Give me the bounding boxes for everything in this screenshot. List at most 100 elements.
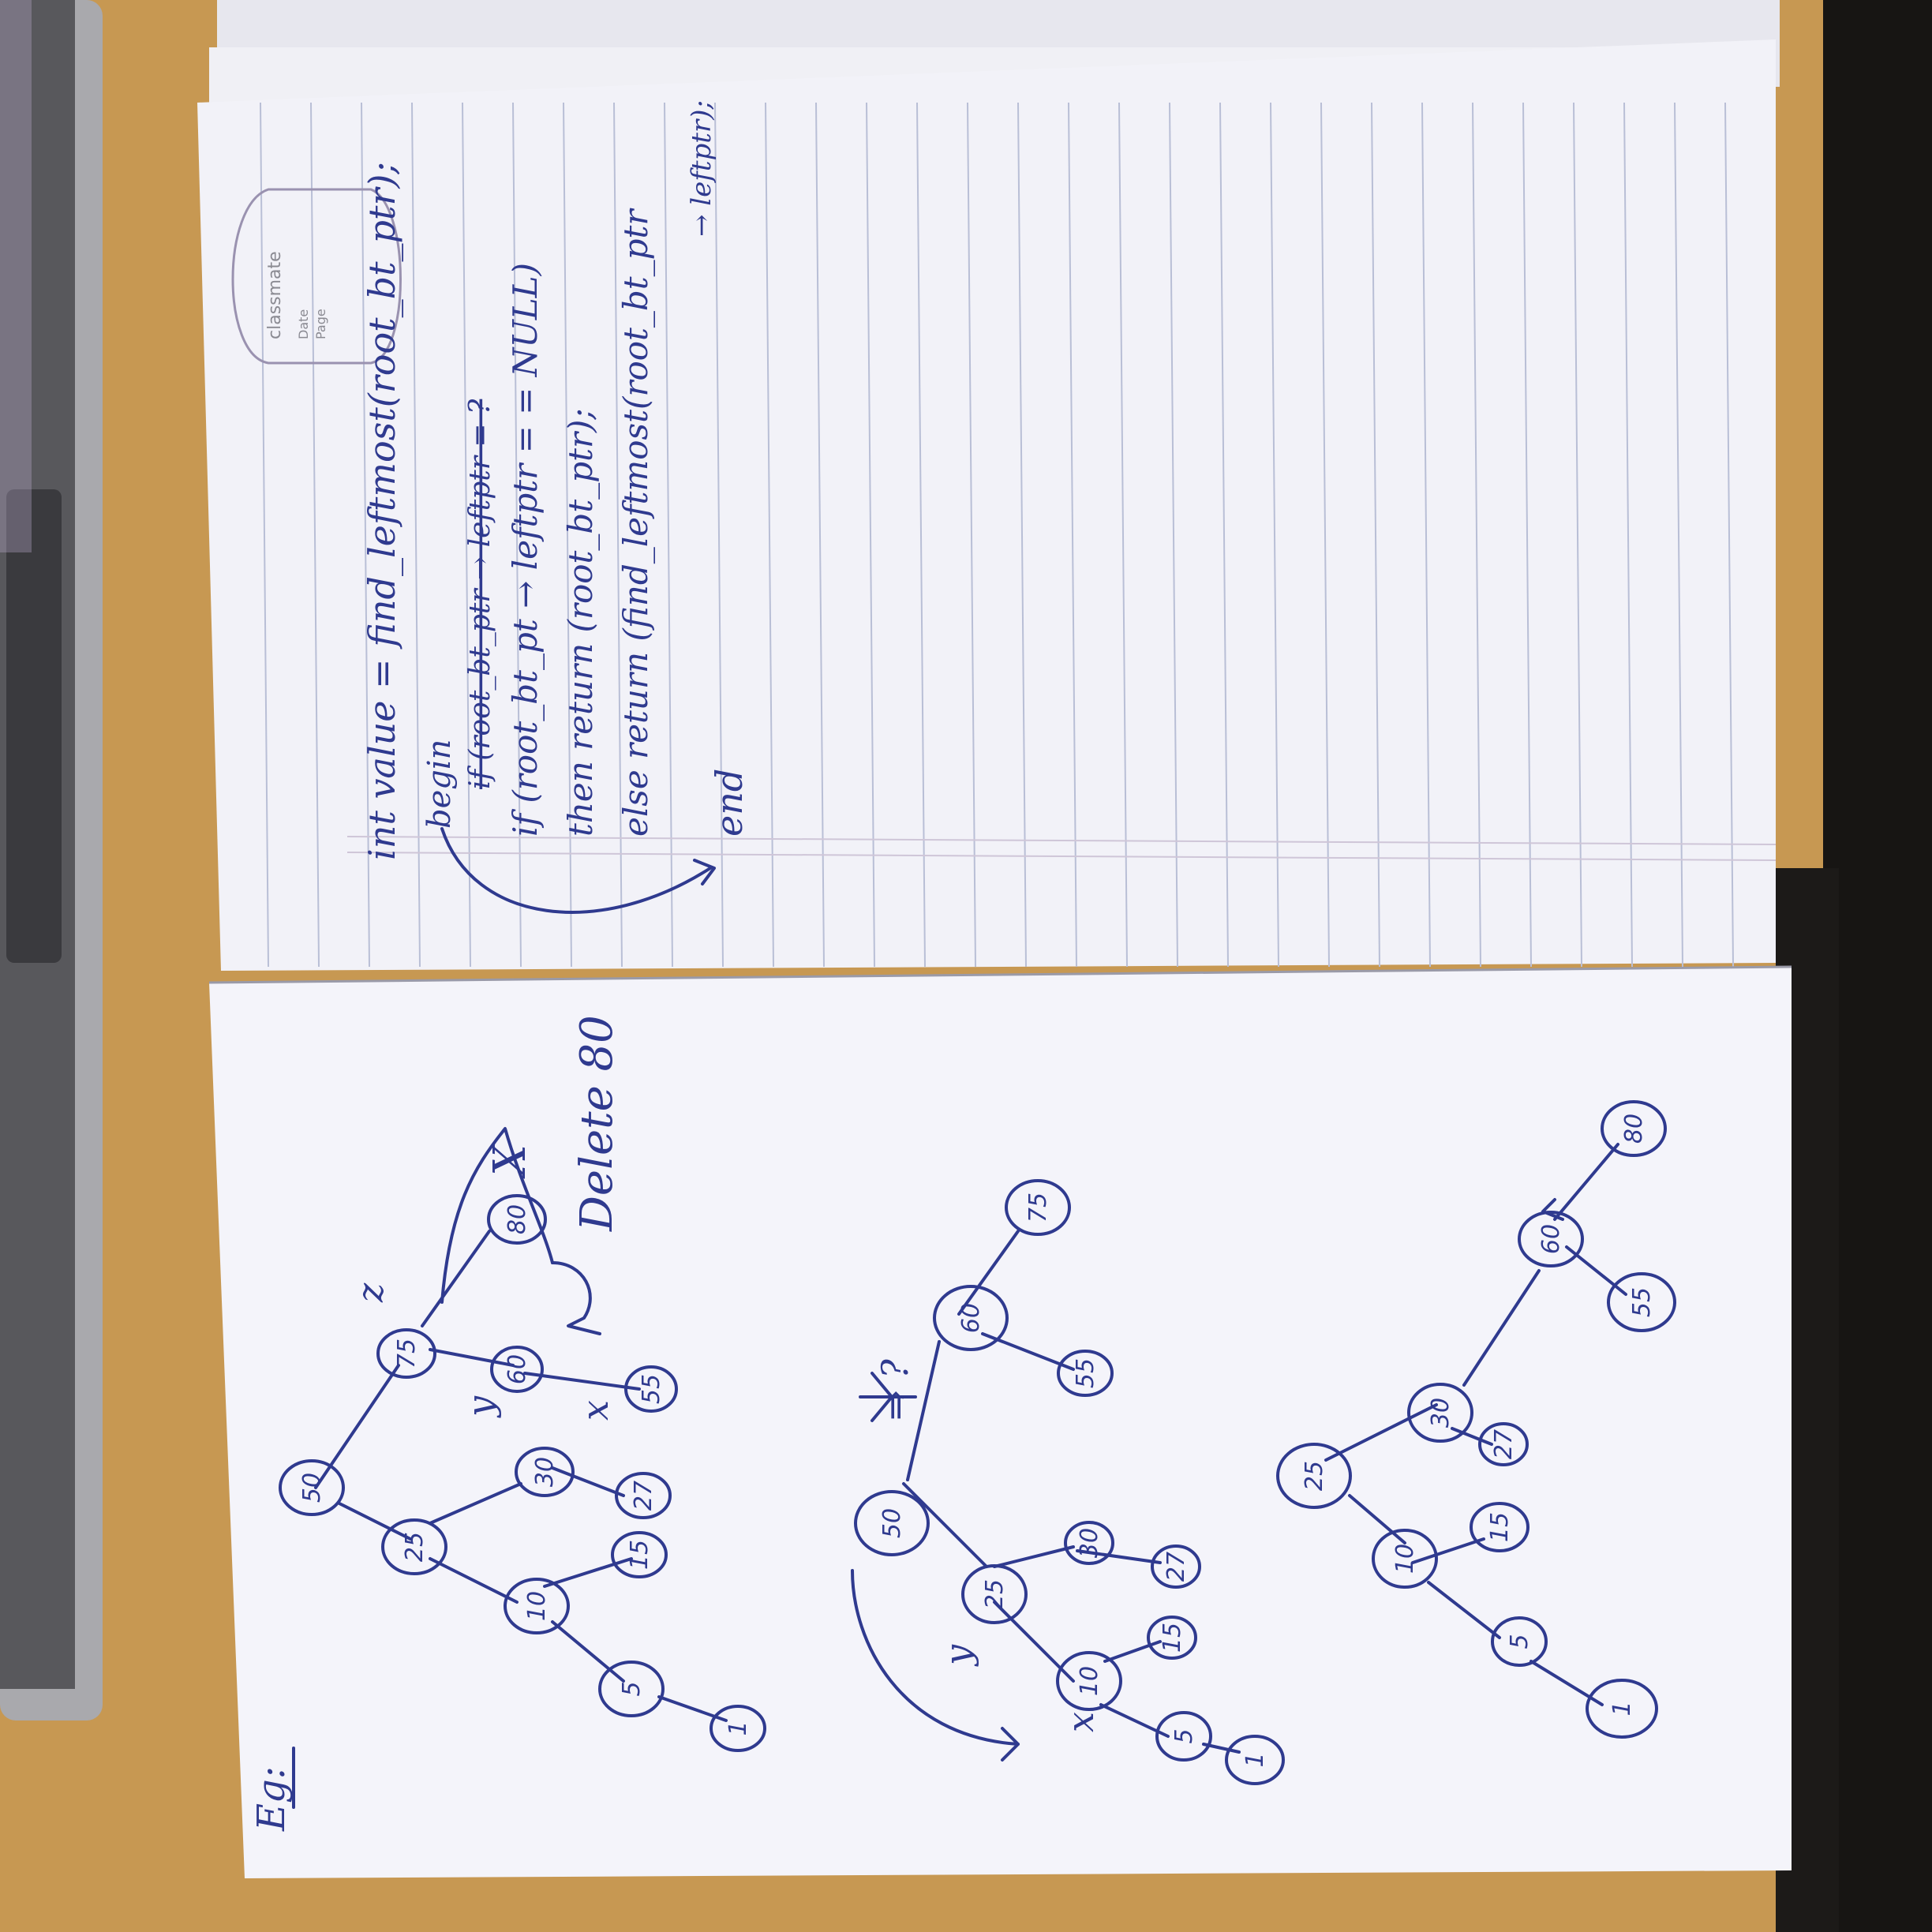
tree-node-label: 80: [504, 1204, 531, 1234]
heading: Eg:: [249, 1747, 295, 1832]
tree-node-circle: [854, 1490, 930, 1556]
tree-node-circle: [1147, 1616, 1197, 1660]
tree-node-label: 10: [1391, 1544, 1419, 1574]
stamp-page-label: Page: [313, 309, 328, 339]
tree-node-circle: [598, 1661, 665, 1717]
ruled-line: [1118, 102, 1128, 968]
ruled-line: [512, 102, 522, 968]
code-line-2: begin: [421, 739, 458, 829]
ruled-line: [411, 102, 421, 968]
tree-node-label: 10: [1076, 1666, 1103, 1696]
ruled-line: [1320, 102, 1330, 968]
tree-node-label: 80: [1620, 1114, 1648, 1144]
delete-80-note: Delete 80: [571, 1015, 623, 1232]
tree-node-label: 1: [724, 1720, 752, 1735]
ruled-line: [1169, 102, 1178, 968]
tree-node-label: 15: [1486, 1512, 1514, 1542]
ruled-line: [1219, 102, 1229, 968]
tree-node-circle: [611, 1531, 668, 1578]
begin-end-bracket: [440, 827, 712, 914]
ruled-line: [563, 102, 572, 968]
ruled-line: [1573, 102, 1582, 968]
code-line-6: else return (find_leftmost(root_bt_ptr: [616, 208, 655, 837]
tree-node-circle: [376, 1328, 436, 1379]
ruled-line: [1623, 102, 1633, 968]
ruled-line: [1674, 102, 1683, 968]
tree-node-label: 60: [504, 1354, 531, 1384]
ruled-line: [1472, 102, 1481, 968]
tree-node-circle: [381, 1518, 447, 1575]
tree-node-circle: [961, 1564, 1028, 1624]
label-z: z: [349, 1282, 391, 1303]
tree-node-label: 1: [1241, 1752, 1269, 1767]
tree-node-label: 27: [1163, 1552, 1190, 1582]
tree-node-circle: [1225, 1735, 1285, 1785]
tree-node-circle: [1491, 1616, 1548, 1667]
tree-node-label: 75: [393, 1339, 421, 1368]
eg-heading: Eg:: [249, 1766, 294, 1832]
tree-node-circle: [1586, 1679, 1658, 1739]
tree-node-label: 75: [1024, 1193, 1052, 1222]
stamp-date-label: Date: [296, 309, 311, 339]
tree-node-circle: [933, 1285, 1009, 1351]
label-y: y: [459, 1395, 502, 1418]
tree-node-label: 50: [878, 1508, 906, 1538]
ruled-line: [1371, 102, 1380, 968]
arrow-note: ⇒ ?: [874, 1359, 916, 1421]
ruled-line: [310, 102, 320, 968]
ruled-line: [1017, 102, 1027, 968]
tree-node-label: 27: [630, 1481, 657, 1511]
tree-node-label: 27: [1490, 1429, 1518, 1459]
tree-node-label: 55: [638, 1374, 665, 1404]
tree-node-label: 30: [1076, 1528, 1103, 1558]
ruled-line: [916, 102, 926, 968]
tree-node-label: 5: [618, 1681, 646, 1696]
code-line-1: int value = find_leftmost(root_bt_ptr);: [361, 162, 403, 860]
tree-node-circle: [1005, 1179, 1071, 1236]
code-line-3: if (root_bt_ptr → leftptr = ?: [464, 399, 496, 789]
tree-node-circle: [615, 1472, 672, 1519]
tree-node-label: 5: [1170, 1728, 1198, 1743]
tree-node-circle: [279, 1459, 345, 1516]
ruled-line: [260, 102, 269, 968]
tree-node-circle: [1407, 1383, 1473, 1443]
tree-node-circle: [1155, 1711, 1212, 1762]
ruled-line: [967, 102, 976, 968]
tree-node-label: 15: [1159, 1623, 1186, 1653]
ruled-line: [664, 102, 673, 968]
code-line-7: → leftptr);: [686, 100, 717, 237]
tree-node-circle: [1601, 1100, 1667, 1157]
ruled-line: [714, 102, 724, 968]
laptop: [0, 0, 103, 1720]
tree-node-circle: [1064, 1521, 1114, 1565]
tree-node-label: 1: [1608, 1701, 1636, 1716]
tree-node-circle: [1518, 1211, 1584, 1267]
ruled-line: [462, 102, 471, 968]
ruled-line: [361, 102, 370, 968]
tree-node-circle: [504, 1578, 570, 1634]
tree-node-label: 55: [1628, 1287, 1656, 1317]
tree-node-circle: [1056, 1651, 1122, 1711]
tree-node-label: 50: [298, 1473, 326, 1503]
ruled-line: [866, 102, 875, 968]
tree-node-label: 10: [523, 1591, 551, 1621]
tree-node-circle: [1478, 1422, 1529, 1466]
tree-node-circle: [1057, 1350, 1114, 1397]
tree-node-label: 25: [401, 1532, 429, 1562]
ruled-line: [613, 102, 623, 968]
shadow-right: [1823, 0, 1932, 1932]
code-line-5: then return (root_bt_ptr);: [561, 408, 600, 837]
label-y: y: [937, 1644, 979, 1667]
ruled-line: [765, 102, 774, 968]
tree-node-circle: [1607, 1272, 1676, 1332]
ruled-line: [1421, 102, 1431, 968]
tree-node-label: 25: [1301, 1461, 1328, 1491]
ruled-line: [1724, 102, 1734, 968]
tree-node-circle: [1470, 1502, 1530, 1552]
code-line-4: if (root_bt_pt → leftptr = = NULL): [506, 263, 545, 837]
tree-node-label: 5: [1506, 1634, 1533, 1649]
